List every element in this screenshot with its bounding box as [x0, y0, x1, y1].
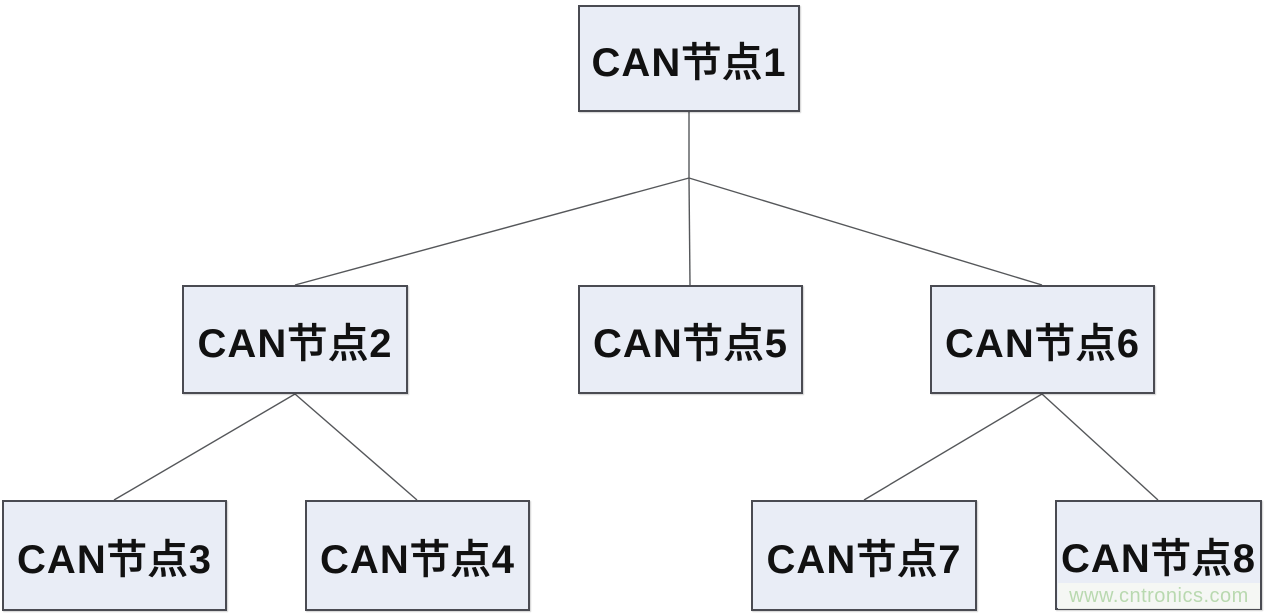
node-can-7-label: CAN节点7 [766, 537, 962, 582]
node-can-7: CAN节点7 [751, 500, 977, 611]
node-can-2-label: CAN节点2 [197, 321, 393, 366]
node-can-6: CAN节点6 [930, 285, 1155, 394]
edge-node1-node5 [688, 177, 691, 286]
edge-node1-node2 [294, 177, 690, 286]
node-can-6-label: CAN节点6 [945, 321, 1140, 366]
node-can-8-label: CAN节点8 [1061, 537, 1256, 581]
node-can-3: CAN节点3 [2, 500, 227, 611]
watermark: www.cntronics.com [1058, 583, 1260, 609]
edge-node2-node4 [294, 393, 418, 501]
node-can-1-label: CAN节点1 [591, 40, 787, 85]
node-can-5-label: CAN节点5 [593, 321, 788, 366]
edge-node6-node7 [863, 393, 1043, 501]
node-can-1: CAN节点1 [578, 5, 800, 112]
edge-node6-node8 [1041, 393, 1159, 501]
watermark-text: www.cntronics.com [1069, 584, 1249, 607]
node-can-4-label: CAN节点4 [320, 537, 515, 582]
node-can-2: CAN节点2 [182, 285, 408, 394]
node-can-4: CAN节点4 [305, 500, 530, 611]
node-can-5: CAN节点5 [578, 285, 803, 394]
node-can-3-label: CAN节点3 [17, 537, 212, 582]
edge-node1-node6 [688, 177, 1043, 286]
edge-node2-node3 [113, 393, 296, 501]
